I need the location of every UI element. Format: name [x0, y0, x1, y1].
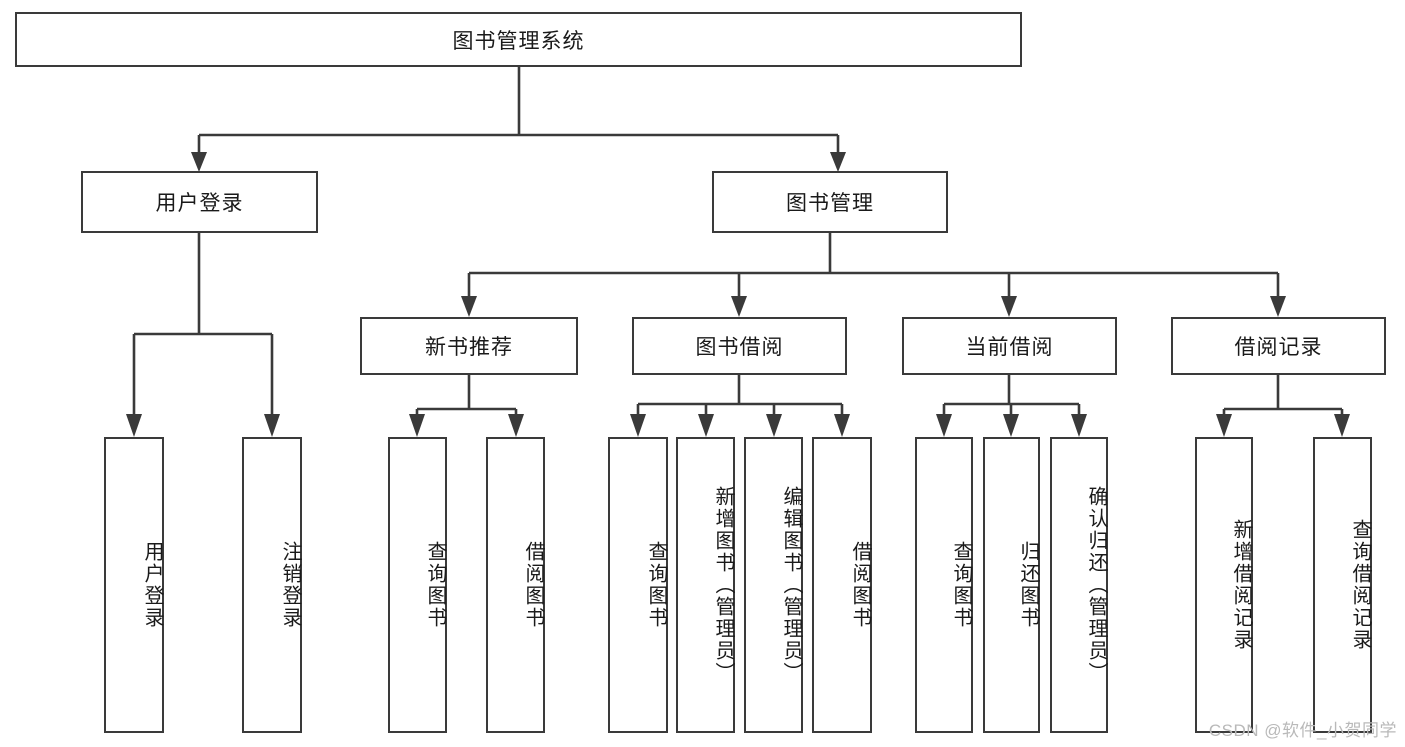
node-label: 借阅记录	[1234, 336, 1323, 359]
leaf-borrow-query-book[interactable]: 查询图书	[608, 437, 668, 733]
node-current-borrow[interactable]: 当前借阅	[902, 317, 1117, 375]
csdn-watermark: CSDN @软件_小贺同学	[1208, 721, 1397, 740]
leaf-recommend-query-book[interactable]: 查询图书	[388, 437, 447, 733]
leaf-current-query-book[interactable]: 查询图书	[915, 437, 973, 733]
node-new-book-recommend[interactable]: 新书推荐	[360, 317, 578, 375]
node-label: 确认归还（管理员）	[1085, 486, 1107, 684]
node-root-book-management-system[interactable]: 图书管理系统	[15, 12, 1022, 67]
node-borrow-record[interactable]: 借阅记录	[1171, 317, 1386, 375]
leaf-record-add-borrow-record[interactable]: 新增借阅记录	[1195, 437, 1253, 733]
node-label: 查询借阅记录	[1349, 519, 1371, 651]
leaf-borrow-borrow-book[interactable]: 借阅图书	[812, 437, 872, 733]
leaf-current-return-book[interactable]: 归还图书	[983, 437, 1040, 733]
node-label: 新增图书（管理员）	[712, 486, 734, 684]
node-label: 注销登录	[279, 541, 301, 629]
node-book-management[interactable]: 图书管理	[712, 171, 948, 233]
node-user-login[interactable]: 用户登录	[81, 171, 318, 233]
node-label: 归还图书	[1017, 541, 1039, 629]
node-label: 用户登录	[155, 192, 244, 215]
leaf-recommend-borrow-book[interactable]: 借阅图书	[486, 437, 545, 733]
node-label: 用户登录	[141, 541, 163, 629]
leaf-borrow-add-book-admin[interactable]: 新增图书（管理员）	[676, 437, 735, 733]
node-label: 图书管理系统	[452, 29, 585, 53]
leaf-record-query-borrow-record[interactable]: 查询借阅记录	[1313, 437, 1372, 733]
node-label: 借阅图书	[522, 541, 544, 629]
node-label: 新书推荐	[425, 336, 513, 359]
node-label: 编辑图书（管理员）	[780, 486, 802, 684]
node-label: 图书管理	[786, 192, 874, 215]
leaf-current-confirm-return-admin[interactable]: 确认归还（管理员）	[1050, 437, 1108, 733]
node-label: 当前借阅	[965, 336, 1054, 359]
node-book-borrow[interactable]: 图书借阅	[632, 317, 847, 375]
leaf-borrow-edit-book-admin[interactable]: 编辑图书（管理员）	[744, 437, 803, 733]
node-label: 图书借阅	[695, 336, 784, 359]
leaf-user-login-login[interactable]: 用户登录	[104, 437, 164, 733]
node-label: 查询图书	[950, 541, 972, 629]
node-label: 查询图书	[424, 541, 446, 629]
leaf-user-login-logout[interactable]: 注销登录	[242, 437, 302, 733]
node-label: 借阅图书	[849, 541, 871, 629]
node-label: 新增借阅记录	[1230, 519, 1252, 651]
node-label: 查询图书	[645, 541, 667, 629]
